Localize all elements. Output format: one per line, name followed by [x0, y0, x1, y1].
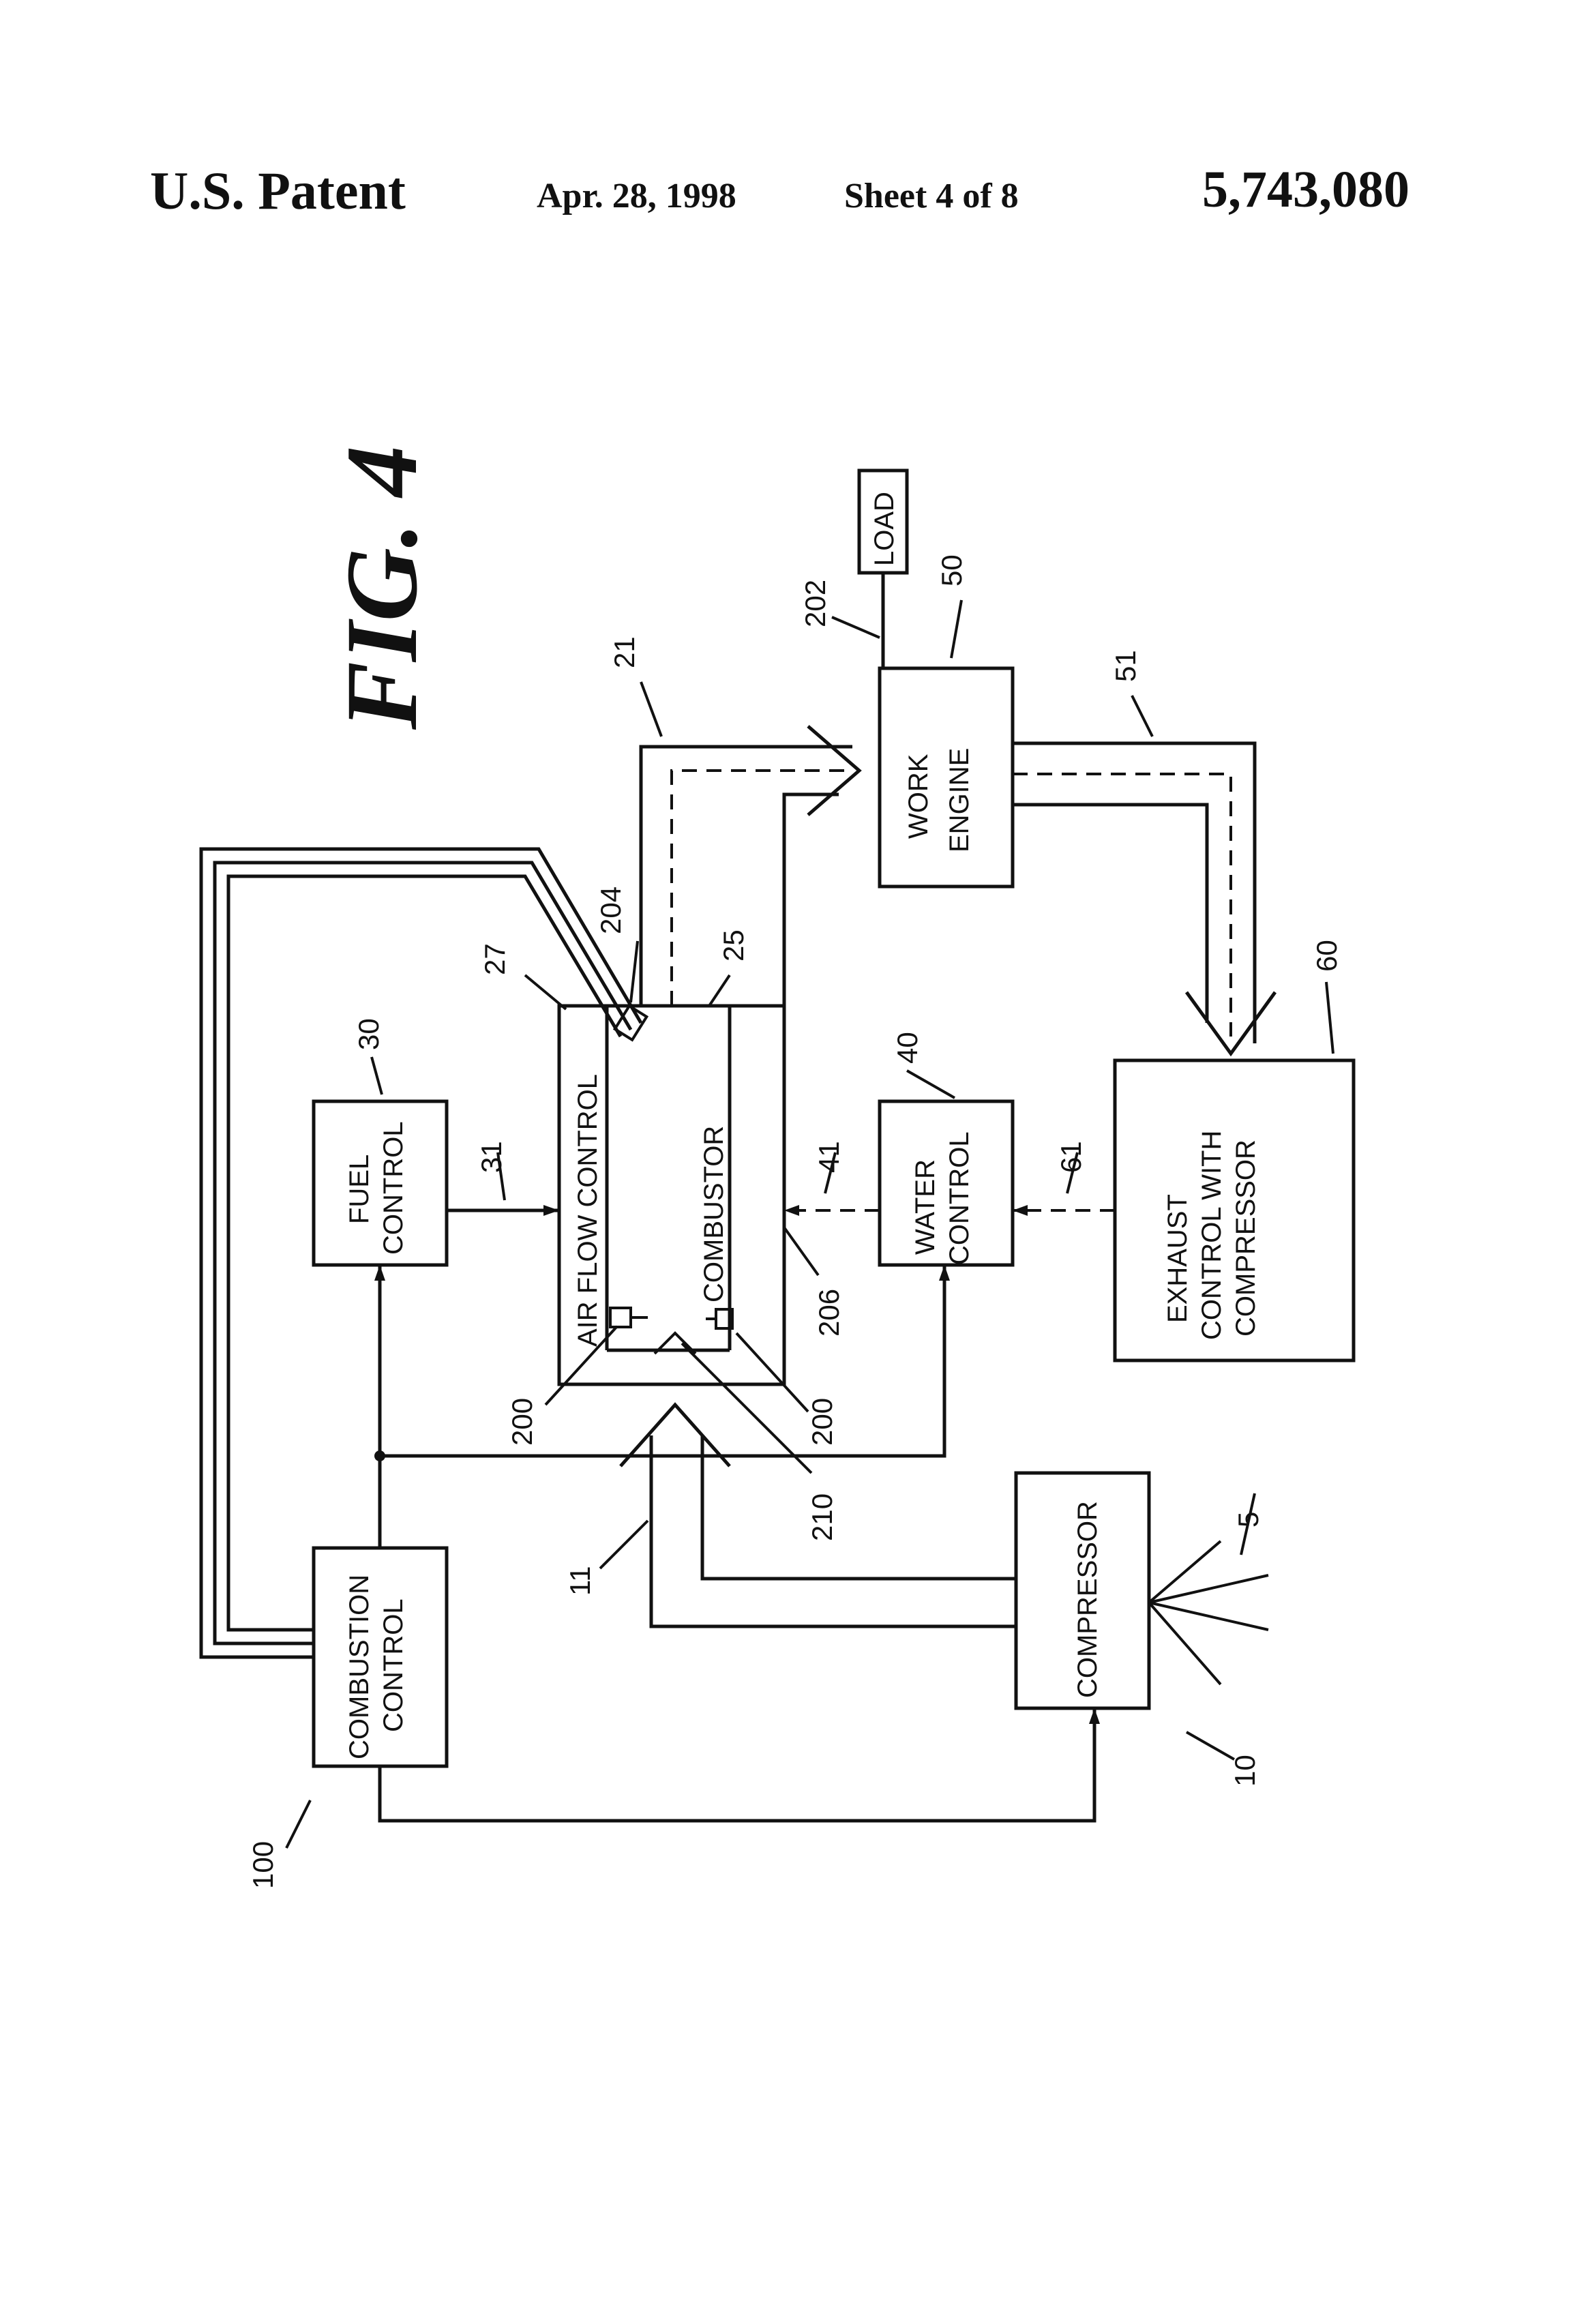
ref-11: 11 [564, 1566, 596, 1596]
work-engine-label: WORK [904, 754, 934, 839]
combustion-control-label-2: CONTROL [378, 1598, 408, 1732]
ref-210: 210 [806, 1493, 838, 1541]
ref-200b: 200 [806, 1398, 838, 1446]
ref-61: 61 [1055, 1141, 1087, 1173]
fuel-control-label-2: CONTROL [378, 1121, 408, 1255]
compressor-label: COMPRESSOR [1073, 1501, 1103, 1698]
ref-204: 204 [595, 887, 627, 934]
ref-206: 206 [813, 1289, 845, 1337]
figure-label: FIG. 4 [325, 445, 438, 730]
work-engine-label-2: ENGINE [944, 748, 974, 852]
component-200a [610, 1308, 631, 1327]
combustor-label: COMBUSTOR [699, 1126, 729, 1302]
ref-50: 50 [936, 554, 968, 586]
ref-41: 41 [813, 1141, 845, 1173]
ref-60: 60 [1311, 940, 1343, 972]
ref-21: 21 [608, 636, 640, 668]
air-flow-control-label: AIR FLOW CONTROL [573, 1074, 603, 1347]
exhaust-control-label-2: CONTROL WITH [1197, 1131, 1227, 1340]
exhaust-control-label: EXHAUST [1163, 1194, 1193, 1323]
combustion-control-label: COMBUSTION [344, 1575, 374, 1759]
fuel-control-label: FUEL [344, 1154, 374, 1224]
load-label: LOAD [869, 492, 899, 566]
water-control-label: WATER [910, 1159, 940, 1255]
ref-202: 202 [799, 580, 831, 627]
ref-40: 40 [891, 1032, 923, 1064]
water-control-label-2: CONTROL [944, 1131, 974, 1265]
ref-100: 100 [247, 1841, 279, 1889]
ref-31: 31 [475, 1141, 507, 1173]
ref-30: 30 [353, 1018, 385, 1050]
ref-25: 25 [717, 929, 749, 962]
ref-51: 51 [1109, 650, 1141, 682]
exhaust-control-label-3: COMPRESSOR [1231, 1139, 1261, 1337]
ref-200a: 200 [506, 1398, 538, 1446]
ref-27: 27 [479, 943, 511, 975]
